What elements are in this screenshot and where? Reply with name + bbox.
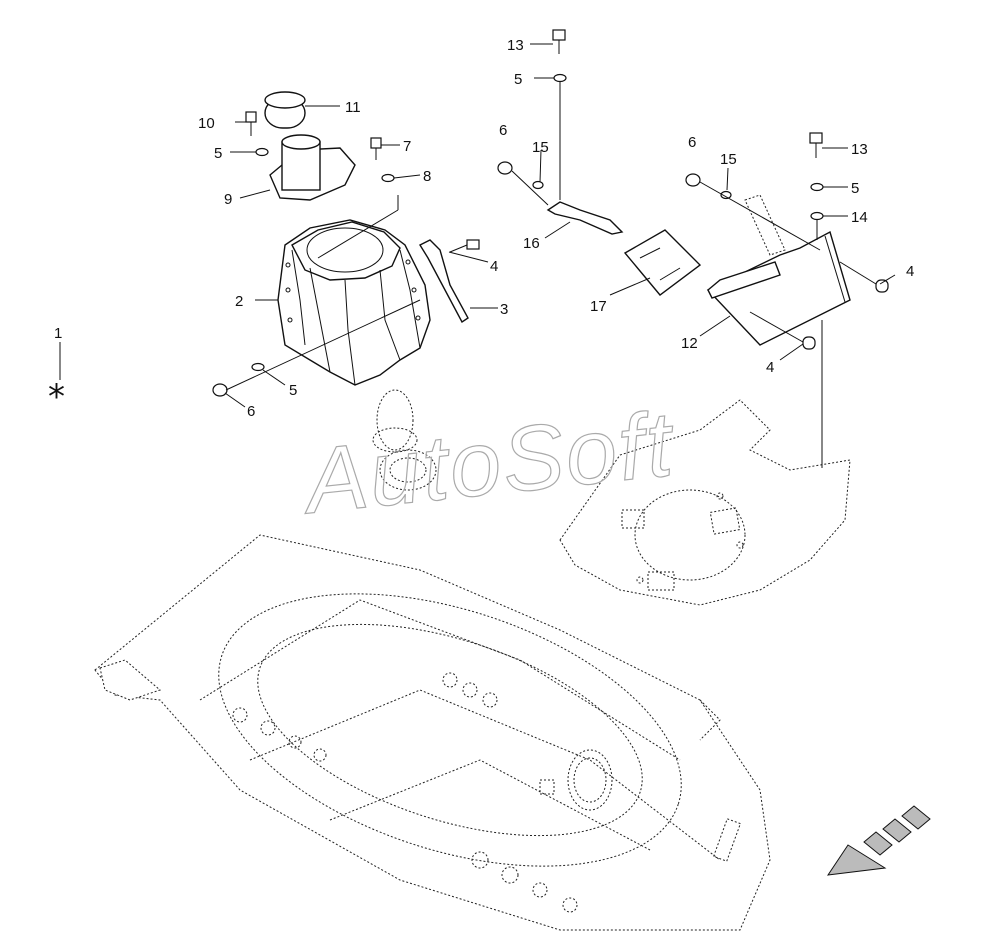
callout-11: 11	[345, 99, 361, 116]
callout-13-top: 13	[507, 37, 524, 54]
callout-16: 16	[523, 235, 540, 252]
callout-4-lower: 4	[766, 359, 774, 376]
callout-13-right: 13	[851, 141, 868, 158]
nut-6-right	[685, 173, 701, 187]
callout-5-right: 5	[851, 180, 859, 197]
leader-lines	[59, 43, 896, 468]
washer-8	[381, 173, 395, 183]
washer-15-mid	[532, 180, 544, 190]
part-17-bracket	[623, 229, 702, 296]
callout-labels: 1 * 2 3 4 4 4 5 5 5 5 6 6 6 7 8 9 10 11 …	[48, 37, 914, 420]
part-3-seal-strip	[419, 239, 469, 324]
callout-14: 14	[851, 209, 868, 226]
chassis-frame	[94, 534, 771, 931]
part-11-cap	[264, 91, 306, 129]
washer-5-left	[255, 147, 269, 157]
bolt-4-left	[449, 239, 480, 253]
callout-9: 9	[224, 191, 232, 208]
washer-5-right	[810, 182, 824, 192]
bolt-4-right-lower	[802, 336, 816, 350]
callout-6-lower: 6	[247, 403, 255, 420]
washer-14	[810, 211, 824, 221]
swivel-gear	[372, 389, 437, 491]
nut-6-lower	[212, 383, 228, 397]
callout-5-left: 5	[214, 145, 222, 162]
direction-arrow-icon	[826, 805, 931, 876]
washer-5-top	[553, 73, 567, 83]
bolt-7	[370, 137, 382, 160]
callout-8: 8	[423, 168, 431, 185]
turret-plate	[559, 399, 851, 606]
part-12-cover-plate	[706, 230, 851, 346]
part-16-clamp	[546, 201, 624, 235]
callout-6-mid: 6	[499, 122, 507, 139]
callout-7: 7	[403, 138, 411, 155]
callout-1: 1	[54, 325, 62, 342]
bolt-13-right	[809, 132, 823, 158]
callout-2: 2	[235, 293, 243, 310]
callout-3: 3	[500, 301, 508, 318]
washer-15-right	[720, 190, 732, 200]
bolt-4-right-upper	[875, 279, 889, 293]
bolt-13-top	[552, 29, 566, 54]
part-2-shroud	[277, 219, 431, 386]
nut-6-mid	[497, 161, 513, 175]
callout-10: 10	[198, 115, 215, 132]
callout-4-left: 4	[490, 258, 498, 275]
callout-17: 17	[590, 298, 607, 315]
callout-6-right: 6	[688, 134, 696, 151]
rail-dotted	[744, 194, 786, 256]
callout-15-right: 15	[720, 151, 737, 168]
callout-4-right: 4	[906, 263, 914, 280]
bolt-10	[245, 111, 257, 136]
callout-5-top: 5	[514, 71, 522, 88]
callout-12: 12	[681, 335, 698, 352]
assembly-asterisk: *	[48, 377, 65, 417]
callout-15-mid: 15	[532, 139, 549, 156]
washer-5-lower	[251, 362, 265, 372]
pipe	[281, 134, 321, 191]
callout-5-lower: 5	[289, 382, 297, 399]
